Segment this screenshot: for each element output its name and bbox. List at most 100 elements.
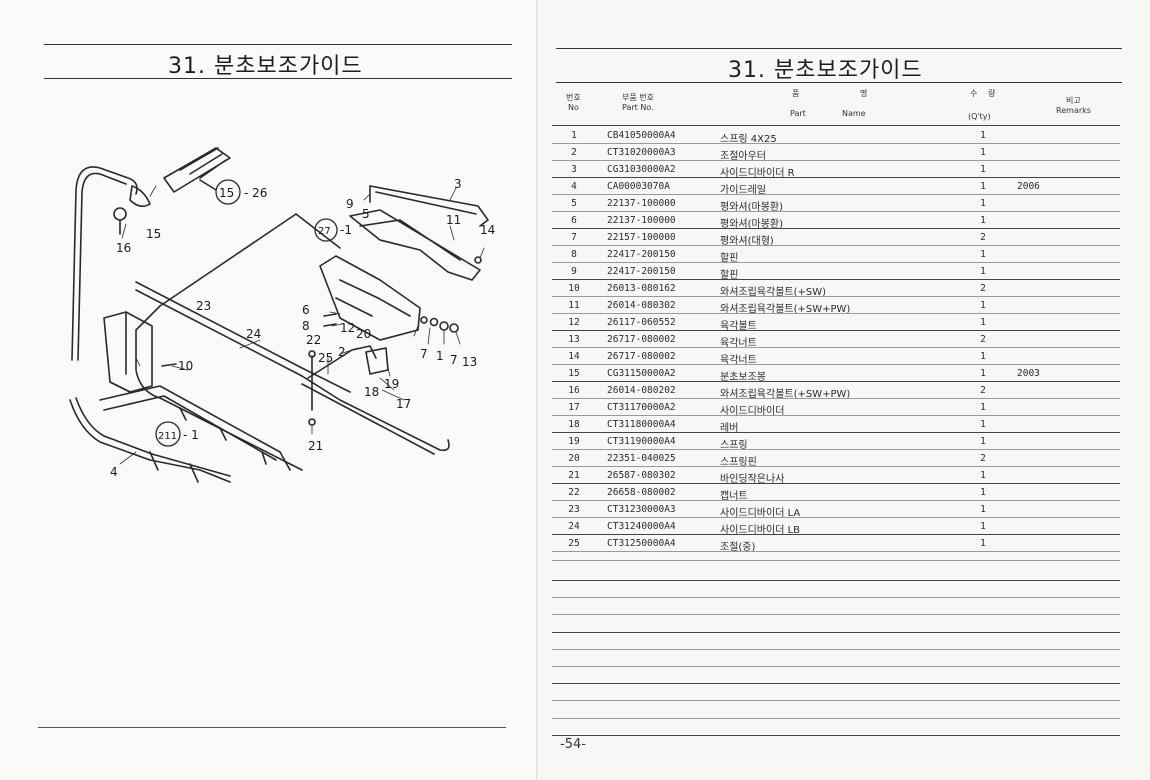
header-remarks-en: Remarks <box>1056 106 1091 115</box>
part-code-cell: 26658-080002 <box>607 487 676 498</box>
part-number-cell: 23 <box>568 504 580 515</box>
quantity-cell: 1 <box>980 436 986 447</box>
row-rule <box>552 347 1120 348</box>
part-name-cell: 할핀 <box>720 270 739 281</box>
part-name-cell: 와셔조립육각볼트(+SW) <box>720 287 827 298</box>
blank-rule <box>552 700 1120 701</box>
diagram-callouts: 15 - 26 27 -1 211 - 1 3 9 5 11 14 16 15 … <box>110 177 495 479</box>
part-code-cell: CB41050000A4 <box>607 130 676 141</box>
part-number-cell: 15 <box>568 368 580 379</box>
ref-circle-15-suffix: - 26 <box>244 186 267 200</box>
callout-3: 3 <box>454 177 462 191</box>
quantity-cell: 1 <box>980 487 986 498</box>
quantity-cell: 1 <box>980 521 986 532</box>
part-name-cell: 평와셔(마봉환) <box>720 219 784 230</box>
callout-24: 24 <box>246 327 261 341</box>
rod-17 <box>301 375 450 452</box>
callout-25: 25 <box>318 351 333 365</box>
callout-5: 5 <box>362 207 370 221</box>
callout-20: 20 <box>356 327 371 341</box>
part-code-cell: 22157-100000 <box>607 232 676 243</box>
left-page-title: 31. 분초보조가이드 <box>168 54 363 79</box>
row-rule <box>552 517 1120 518</box>
part-name-cell: 분초보조봉 <box>720 372 766 383</box>
quantity-cell: 1 <box>980 181 986 192</box>
row-rule <box>552 160 1120 161</box>
callout-2: 2 <box>338 345 346 359</box>
quantity-cell: 1 <box>980 538 986 549</box>
page-number: -54- <box>560 737 586 752</box>
part-number-cell: 3 <box>571 164 577 175</box>
part-name-cell: 사이드디바이더 LA <box>720 508 801 519</box>
callout-9: 9 <box>346 197 354 211</box>
callout-21: 21 <box>308 439 323 453</box>
callout-18: 18 <box>364 385 379 399</box>
quantity-cell: 1 <box>980 368 986 379</box>
row-rule <box>552 483 1120 484</box>
part-name-cell: 육각너트 <box>720 355 757 366</box>
callout-16: 16 <box>116 241 131 255</box>
right-page <box>538 0 1150 780</box>
quantity-cell: 1 <box>980 402 986 413</box>
quantity-cell: 2 <box>980 334 986 345</box>
guide-bar-15 <box>163 147 231 193</box>
row-rule <box>552 330 1120 331</box>
header-qty-en: (Q'ty) <box>968 112 991 121</box>
part-number-cell: 10 <box>568 283 580 294</box>
row-rule <box>552 143 1120 144</box>
header-name-en-1: Part <box>790 109 806 118</box>
callout-15: 15 <box>146 227 161 241</box>
clip-part <box>129 185 151 208</box>
part-number-cell: 21 <box>568 470 580 481</box>
callout-19: 19 <box>384 377 399 391</box>
quantity-cell: 1 <box>980 300 986 311</box>
rod-23 <box>135 281 351 393</box>
row-rule <box>552 279 1120 280</box>
header-no-ko: 번호 <box>566 93 581 102</box>
ref-circle-211-suffix: - 1 <box>183 428 199 442</box>
quantity-cell: 1 <box>980 249 986 260</box>
callout-6: 6 <box>302 303 310 317</box>
part-number-cell: 19 <box>568 436 580 447</box>
part-code-cell: CT31020000A3 <box>607 147 676 158</box>
header-code-en: Part No. <box>622 103 654 112</box>
blank-rule <box>552 580 1120 581</box>
header-rule <box>552 125 1120 126</box>
quantity-cell: 2 <box>980 385 986 396</box>
part-name-cell: 바인딩작은나사 <box>720 474 785 485</box>
row-rule <box>552 534 1120 535</box>
part-code-cell: CT31170000A2 <box>607 402 676 413</box>
part-code-cell: CT31240000A4 <box>607 521 676 532</box>
part-name-cell: 스프링 4X25 <box>720 134 777 145</box>
part-number-cell: 12 <box>568 317 580 328</box>
part-number-cell: 5 <box>571 198 577 209</box>
part-code-cell: 26014-080202 <box>607 385 676 396</box>
quantity-cell: 1 <box>980 470 986 481</box>
callout-7a: 7 <box>420 347 428 361</box>
quantity-cell: 1 <box>980 198 986 209</box>
part-name-cell: 할핀 <box>720 253 739 264</box>
part-name-cell: 사이드디바이더 <box>720 406 785 417</box>
part-number-cell: 17 <box>568 402 580 413</box>
part-name-cell: 가이드레일 <box>720 185 766 196</box>
left-title-rule-bottom <box>44 78 512 79</box>
quantity-cell: 1 <box>980 317 986 328</box>
row-rule <box>552 466 1120 467</box>
part-code-cell: 22137-100000 <box>607 198 676 209</box>
part-name-cell: 사이드디바이더 LB <box>720 525 801 536</box>
quantity-cell: 2 <box>980 453 986 464</box>
quantity-cell: 1 <box>980 504 986 515</box>
part-code-cell: CT31230000A3 <box>607 504 676 515</box>
part-code-cell: CT31250000A4 <box>607 538 676 549</box>
quantity-cell: 1 <box>980 419 986 430</box>
quantity-cell: 1 <box>980 147 986 158</box>
